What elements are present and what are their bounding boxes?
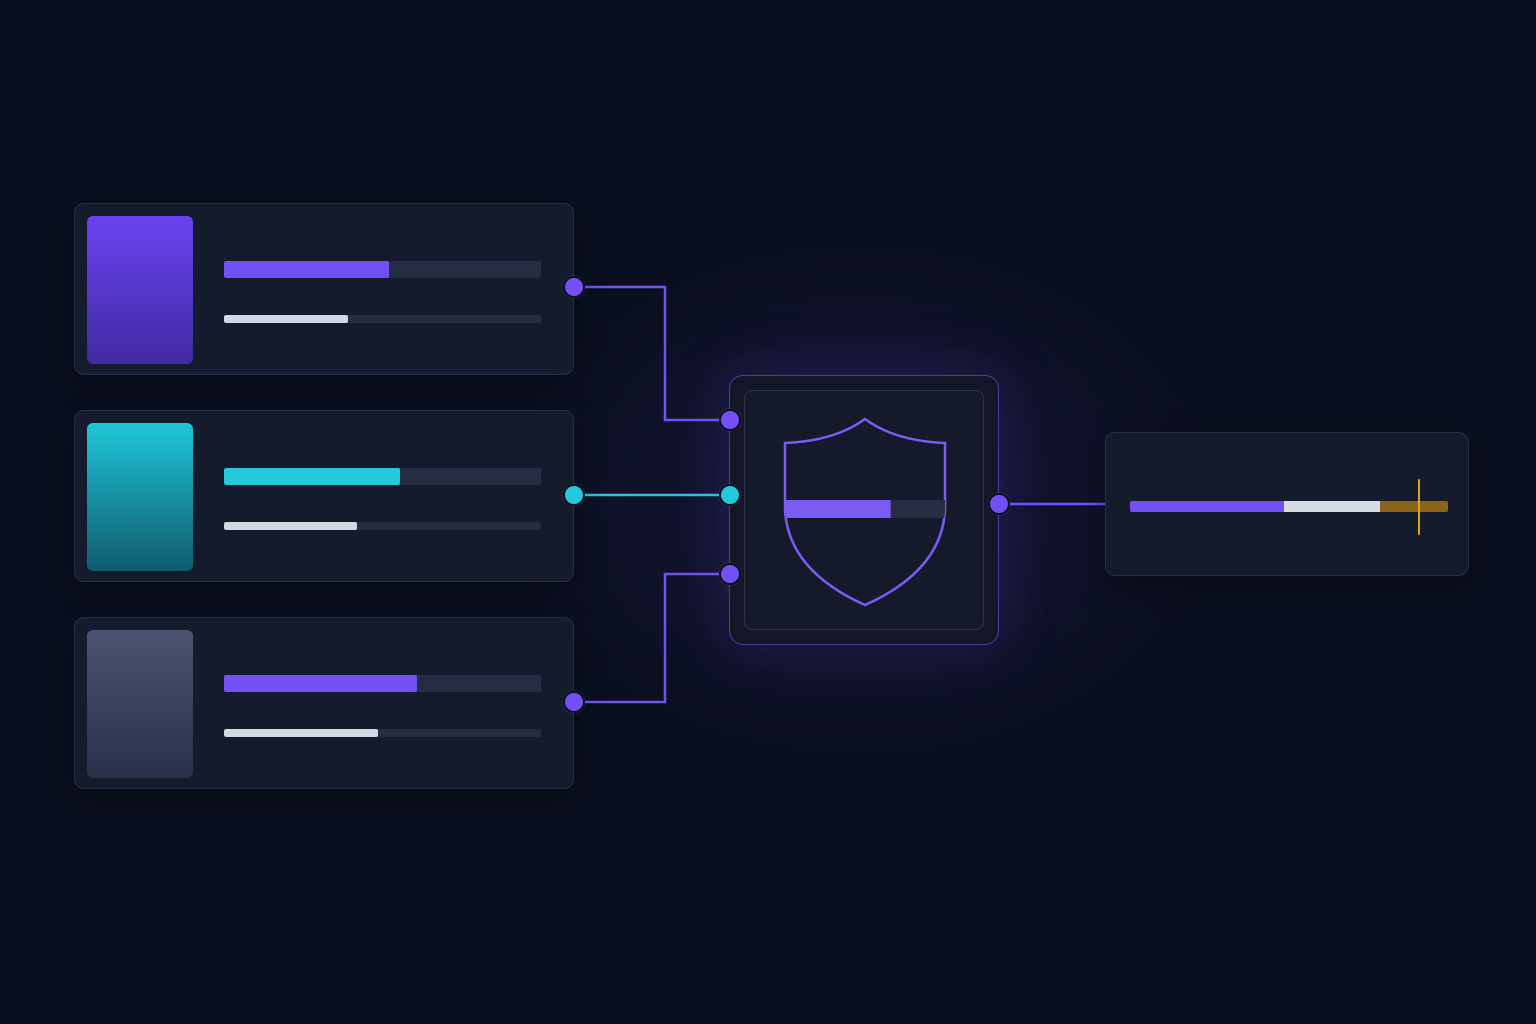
hub-input-port-1[interactable] — [719, 409, 741, 431]
input-card-2[interactable] — [74, 410, 574, 582]
hub-input-port-3[interactable] — [719, 563, 741, 585]
output-bar-segment-2 — [1284, 501, 1380, 512]
shield-icon — [783, 417, 947, 607]
secondary-bar-fill — [224, 522, 358, 530]
secondary-bar-fill — [224, 315, 348, 323]
input-3-output-port[interactable] — [563, 691, 585, 713]
secondary-bar-track — [224, 729, 541, 737]
input-thumbnail — [87, 630, 193, 778]
output-threshold-marker — [1418, 479, 1421, 535]
output-bar-track — [1130, 501, 1448, 512]
secondary-bar-track — [224, 522, 541, 530]
primary-bar-track — [224, 675, 541, 692]
hub-input-port-2[interactable] — [719, 484, 741, 506]
input-card-1[interactable] — [74, 203, 574, 375]
primary-bar-track — [224, 468, 541, 485]
primary-bar-fill — [224, 261, 389, 278]
input-2-output-port[interactable] — [563, 484, 585, 506]
primary-bar-track — [224, 261, 541, 278]
output-bar-segment-1 — [1130, 501, 1285, 512]
security-hub-node[interactable] — [729, 375, 999, 645]
primary-bar-fill — [224, 675, 418, 692]
hub-output-port[interactable] — [988, 493, 1010, 515]
input-1-output-port[interactable] — [563, 276, 585, 298]
output-card[interactable] — [1105, 432, 1469, 576]
wire-input-3-to-hub — [574, 572, 730, 704]
input-thumbnail — [87, 423, 193, 571]
shield-bar-fill — [785, 500, 891, 518]
output-bar-segment-3 — [1379, 501, 1448, 512]
primary-bar-fill — [224, 468, 400, 485]
wire-input-1-to-hub — [574, 285, 730, 422]
secondary-bar-fill — [224, 729, 378, 737]
hub-panel — [744, 390, 984, 630]
input-card-3[interactable] — [74, 617, 574, 789]
secondary-bar-track — [224, 315, 541, 323]
input-thumbnail — [87, 216, 193, 364]
